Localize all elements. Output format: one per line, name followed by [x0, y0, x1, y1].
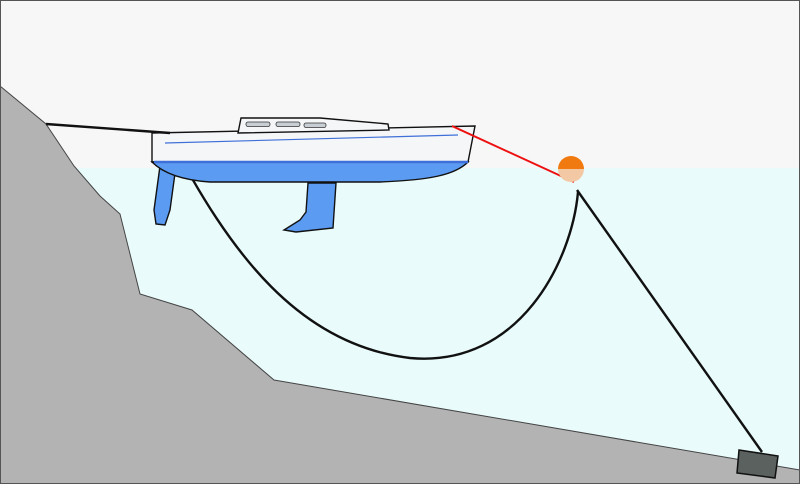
slack-chain — [166, 133, 580, 360]
mooring-weight — [736, 449, 779, 479]
cabin-window — [275, 121, 301, 127]
hull-bottom — [150, 161, 470, 183]
shore-line — [45, 122, 171, 135]
bow-line — [451, 125, 575, 183]
cabin-window — [245, 121, 271, 127]
shore-rock — [0, 85, 800, 484]
riser-chain — [576, 189, 763, 453]
buoy-bottom — [558, 169, 584, 182]
mooring-buoy — [558, 156, 584, 182]
keel — [282, 182, 337, 233]
buoy-top — [558, 156, 584, 169]
cabin-window — [303, 122, 327, 128]
hull-stripe-upper — [164, 134, 459, 144]
